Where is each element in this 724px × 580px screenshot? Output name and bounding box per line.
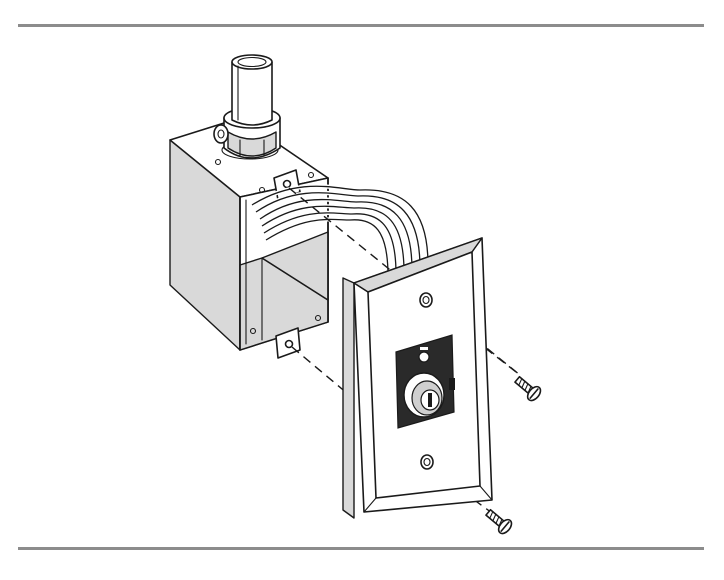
mounting-tab-bottom: [275, 327, 301, 359]
wire-bundle: [250, 184, 431, 277]
conduit-pipe: [231, 54, 273, 126]
bottom-divider: [18, 547, 704, 550]
mounting-screw-bottom: [485, 508, 513, 535]
key-switch: [395, 334, 455, 429]
mounting-screw-top: [514, 375, 542, 402]
top-divider: [18, 24, 704, 27]
conduit-connector: [213, 107, 281, 159]
